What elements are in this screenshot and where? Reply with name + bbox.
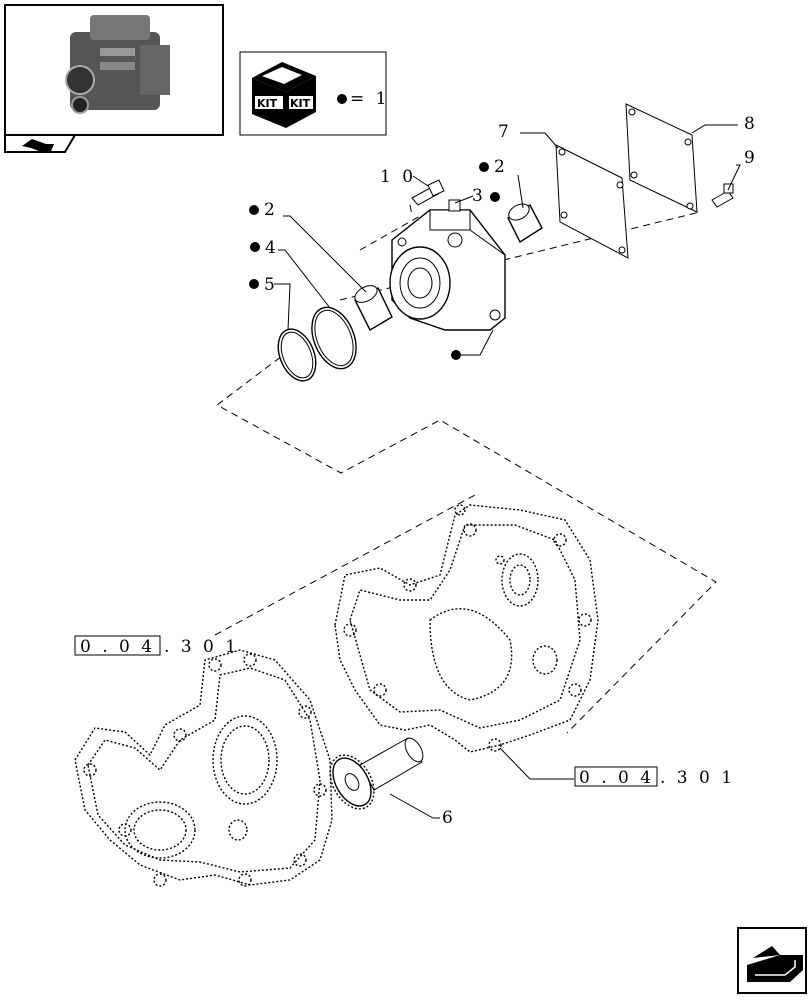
cover-plate-8 — [625, 103, 698, 213]
engine-picture — [65, 15, 170, 114]
callout-4: 4 — [265, 238, 279, 258]
callout-9: 9 — [744, 148, 758, 168]
bolt-10 — [411, 179, 445, 206]
kit-label-left: KIT — [257, 97, 278, 110]
bushing-2-top — [507, 203, 543, 244]
kit-bullets — [249, 162, 500, 360]
kit-box-icon: KIT KIT — [252, 62, 316, 128]
ref-left[interactable]: 0 . 0 4 . 3 0 1 — [74, 635, 239, 657]
kit-quantity: = 1 — [350, 89, 389, 109]
front-timing-cover — [74, 649, 333, 887]
screw-9 — [711, 183, 734, 208]
next-page-button[interactable] — [737, 927, 807, 994]
gear-shaft-6 — [329, 737, 424, 810]
callout-5: 5 — [264, 275, 278, 295]
callout-10: 1 0 — [380, 167, 416, 187]
ref-right-code: 0 . 0 4 — [579, 768, 654, 788]
ref-left-code: 0 . 0 4 — [80, 637, 155, 657]
plug-3 — [448, 199, 461, 212]
callout-3: 3 — [472, 186, 486, 206]
leader-lines — [274, 124, 741, 819]
callout-2-left: 2 — [264, 200, 278, 220]
callout-7: 7 — [498, 122, 512, 142]
ref-right[interactable]: 0 . 0 4 . 3 0 1 — [499, 747, 735, 788]
back-arrow-icon — [22, 139, 54, 151]
rear-housing — [334, 504, 599, 753]
callout-2-top: 2 — [494, 157, 508, 177]
engine-thumbnail[interactable] — [4, 4, 224, 153]
gasket-7 — [555, 144, 629, 259]
callout-6: 6 — [442, 808, 456, 828]
callout-8: 8 — [744, 114, 758, 134]
ref-left-suffix: . 3 0 1 — [164, 637, 239, 657]
kit-bullet — [337, 94, 347, 104]
kit-legend: KIT KIT = 1 — [239, 51, 389, 136]
kit-label-right: KIT — [290, 97, 311, 110]
pump-housing — [389, 209, 506, 331]
ref-right-suffix: . 3 0 1 — [660, 768, 735, 788]
bushing-2-left — [354, 285, 393, 331]
